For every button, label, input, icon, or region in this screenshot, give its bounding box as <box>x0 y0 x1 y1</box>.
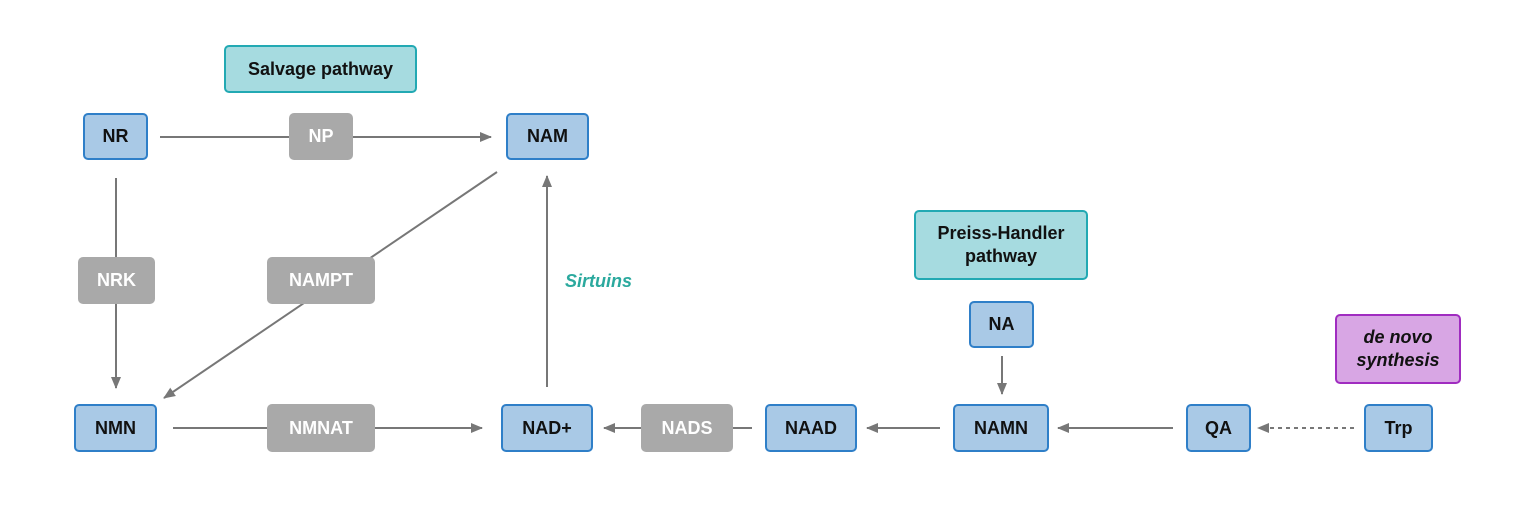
sirtuins-annotation: Sirtuins <box>565 271 633 291</box>
metabolite-nr: NR <box>83 113 148 160</box>
metabolite-na: NA <box>969 301 1034 348</box>
enzyme-nrk: NRK <box>78 257 155 304</box>
metabolite-nad: NAD+ <box>501 404 593 452</box>
metabolite-nam: NAM <box>506 113 589 160</box>
preiss-handler-pathway-label: Preiss-Handler pathway <box>914 210 1088 280</box>
de-novo-synthesis-label: de novo synthesis <box>1335 314 1461 384</box>
enzyme-nads: NADS <box>641 404 733 452</box>
enzyme-np: NP <box>289 113 353 160</box>
salvage-pathway-label: Salvage pathway <box>224 45 417 93</box>
metabolite-namn: NAMN <box>953 404 1049 452</box>
enzyme-nampt: NAMPT <box>267 257 375 304</box>
metabolite-qa: QA <box>1186 404 1251 452</box>
metabolite-naad: NAAD <box>765 404 857 452</box>
metabolite-trp: Trp <box>1364 404 1433 452</box>
metabolite-nmn: NMN <box>74 404 157 452</box>
enzyme-nmnat: NMNAT <box>267 404 375 452</box>
